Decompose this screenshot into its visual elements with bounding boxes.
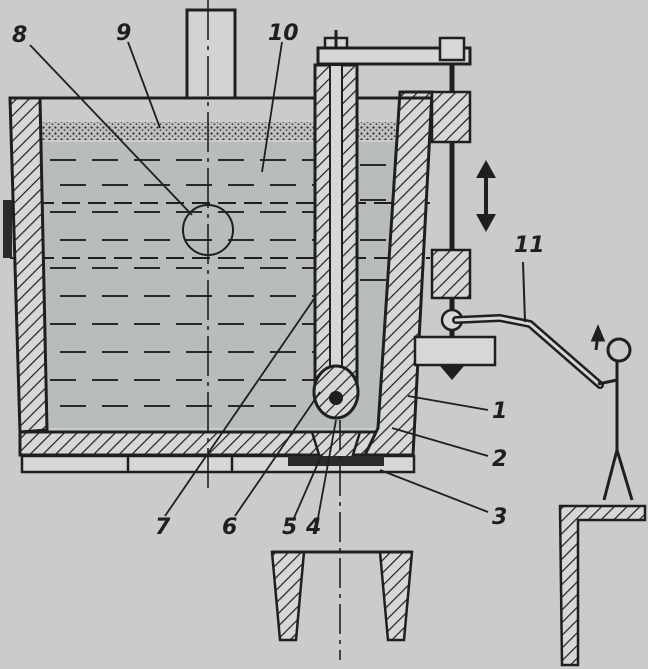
label-2: 2: [492, 447, 507, 472]
operator-figure: [590, 324, 634, 501]
leader-lines: [29, 41, 489, 519]
up-down-arrow-icon: [476, 160, 496, 232]
lever: [452, 261, 604, 389]
label-7: 7: [155, 515, 171, 540]
nozzle: [288, 430, 384, 466]
stopper-rod: [312, 30, 360, 420]
side-lug: [3, 200, 12, 258]
slag-layer: [40, 122, 398, 140]
sight-ring: [182, 204, 234, 256]
ladle-left-wall: [8, 96, 49, 434]
label-1: 1: [492, 399, 507, 424]
molten-metal: [10, 142, 430, 428]
label-6: 6: [222, 515, 237, 540]
label-11: 11: [514, 233, 545, 258]
label-3: 3: [492, 505, 507, 530]
label-10: 10: [268, 21, 299, 46]
lifting-mechanism: [316, 36, 497, 380]
top-spout: [185, 8, 237, 100]
label-8: 8: [12, 23, 27, 48]
label-4: 4: [305, 515, 321, 540]
label-5: 5: [282, 515, 297, 540]
operator-platform: [558, 504, 647, 667]
mould: [270, 550, 414, 642]
label-9: 9: [116, 21, 131, 46]
